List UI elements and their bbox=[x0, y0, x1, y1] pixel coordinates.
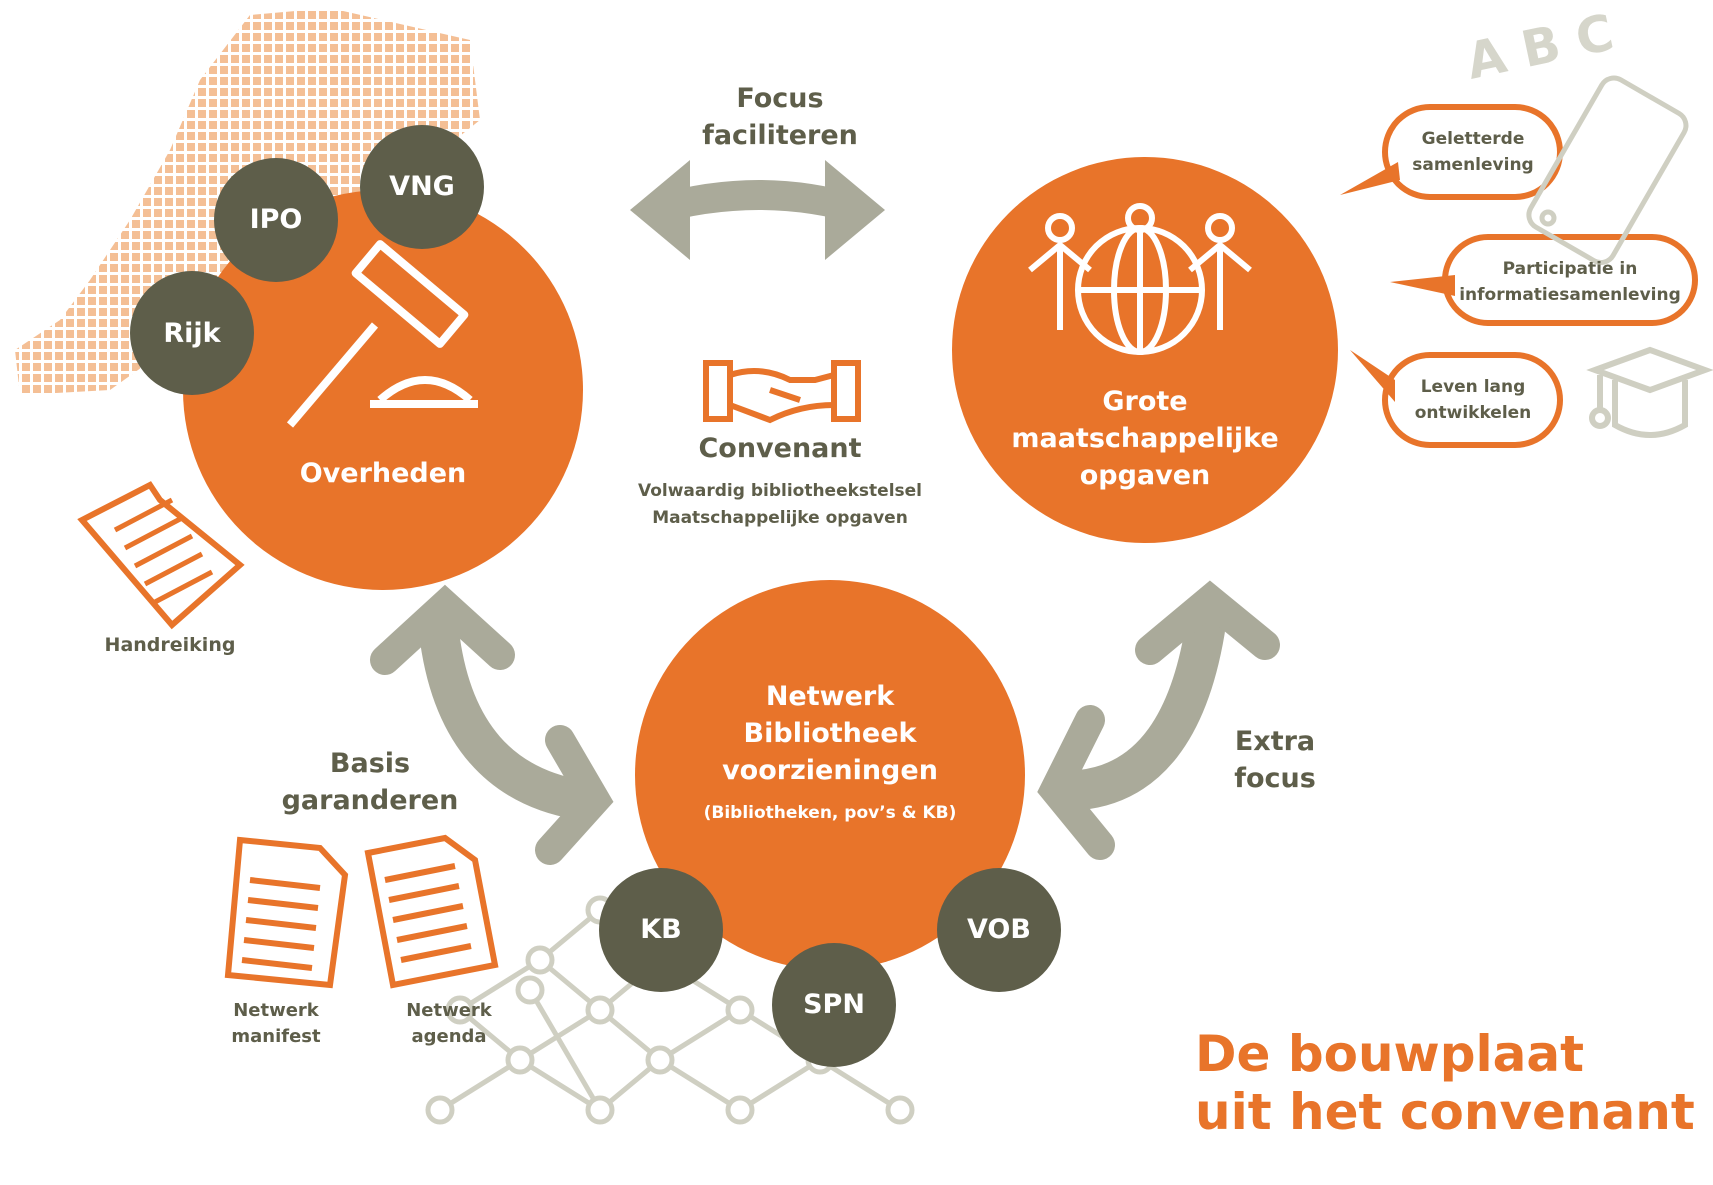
overheden-label: Overheden bbox=[299, 458, 467, 489]
netwerk-line2: Bibliotheek bbox=[743, 718, 917, 749]
manifest-label: Netwerk manifest bbox=[216, 998, 336, 1050]
left-arrow bbox=[370, 584, 614, 865]
top-arrow-label: Focus faciliteren bbox=[690, 80, 870, 154]
grote-line1: Grote bbox=[1102, 386, 1188, 417]
netwerk-line3: voorzieningen bbox=[722, 755, 938, 786]
convenant-subtitle: Volwaardig bibliotheekstelsel Maatschapp… bbox=[620, 478, 940, 532]
convenant-line2: Maatschappelijke opgaven bbox=[652, 508, 908, 528]
vng-label: VNG bbox=[389, 171, 455, 202]
top-arrow-line2: faciliteren bbox=[702, 120, 858, 151]
ipo-label: IPO bbox=[249, 204, 303, 235]
vng-circle bbox=[360, 125, 484, 249]
left-arrow-line2: garanderen bbox=[281, 785, 459, 816]
handreiking-label: Handreiking bbox=[104, 634, 236, 656]
left-arrow-label: Basis garanderen bbox=[275, 745, 465, 819]
bubble-3-line2: ontwikkelen bbox=[1414, 403, 1532, 423]
convenant-title: Convenant bbox=[698, 433, 862, 464]
document-agenda-icon bbox=[364, 834, 499, 989]
overheden-circle bbox=[183, 190, 583, 590]
vob-circle bbox=[937, 868, 1061, 992]
convenant-line1: Volwaardig bibliotheekstelsel bbox=[637, 481, 923, 501]
top-arrow-line1: Focus bbox=[736, 83, 824, 114]
right-arrow-line2: focus bbox=[1234, 763, 1316, 794]
ipo-circle bbox=[214, 158, 338, 282]
document-manifest-icon bbox=[224, 836, 349, 989]
bubble-1-line1: Geletterde bbox=[1421, 129, 1525, 149]
bubble-2-line2: informatiesamenleving bbox=[1459, 285, 1681, 305]
bubble-3-text: Leven lang ontwikkelen bbox=[1393, 374, 1553, 426]
netwerk-sublabel: (Bibliotheken, pov’s & KB) bbox=[703, 803, 957, 823]
page-title: De bouwplaat uit het convenant bbox=[1195, 1025, 1695, 1141]
manifest-line1: Netwerk bbox=[233, 1000, 319, 1021]
bubble-3 bbox=[1350, 350, 1563, 448]
bubble-1-line2: samenleving bbox=[1412, 155, 1534, 175]
title-line2: uit het convenant bbox=[1195, 1083, 1695, 1141]
right-arrow-line1: Extra bbox=[1234, 726, 1316, 757]
bubble-3-line1: Leven lang bbox=[1420, 377, 1526, 397]
phone-icon bbox=[1526, 75, 1689, 265]
agenda-line2: agenda bbox=[411, 1026, 487, 1047]
rijk-label: Rijk bbox=[163, 318, 221, 349]
agenda-line1: Netwerk bbox=[406, 1000, 492, 1021]
handshake-icon bbox=[703, 360, 861, 424]
kb-circle bbox=[599, 868, 723, 992]
kb-label: KB bbox=[640, 914, 682, 945]
bubble-1 bbox=[1340, 104, 1563, 200]
spn-label: SPN bbox=[803, 989, 865, 1020]
right-arrow bbox=[1037, 580, 1280, 860]
rijk-circle bbox=[130, 271, 254, 395]
left-arrow-line1: Basis bbox=[329, 748, 411, 779]
top-arrow bbox=[630, 160, 885, 260]
graduation-cap-icon bbox=[1586, 346, 1713, 438]
vob-label: VOB bbox=[967, 914, 1031, 945]
bubble-2-line1: Participatie in bbox=[1502, 259, 1638, 279]
spn-circle bbox=[772, 943, 896, 1067]
netwerk-circle bbox=[635, 580, 1025, 970]
document-icon bbox=[77, 481, 245, 630]
grote-line2: maatschappelijke bbox=[1011, 423, 1279, 454]
right-arrow-label: Extra focus bbox=[1215, 723, 1335, 797]
bubble-1-text: Geletterde samenleving bbox=[1393, 126, 1553, 178]
globe-people-icon bbox=[1028, 203, 1252, 355]
netwerk-label: Netwerk Bibliotheek voorzieningen bbox=[680, 678, 980, 789]
gavel-icon bbox=[286, 240, 478, 428]
bubble-2-text: Participatie in informatiesamenleving bbox=[1450, 256, 1690, 308]
grote-line3: opgaven bbox=[1079, 460, 1211, 491]
netwerk-line1: Netwerk bbox=[765, 681, 895, 712]
bubble-2 bbox=[1390, 234, 1698, 326]
agenda-label: Netwerk agenda bbox=[389, 998, 509, 1050]
title-line1: De bouwplaat bbox=[1195, 1025, 1585, 1083]
grote-label: Grote maatschappelijke opgaven bbox=[1010, 383, 1280, 494]
manifest-line2: manifest bbox=[231, 1026, 321, 1047]
